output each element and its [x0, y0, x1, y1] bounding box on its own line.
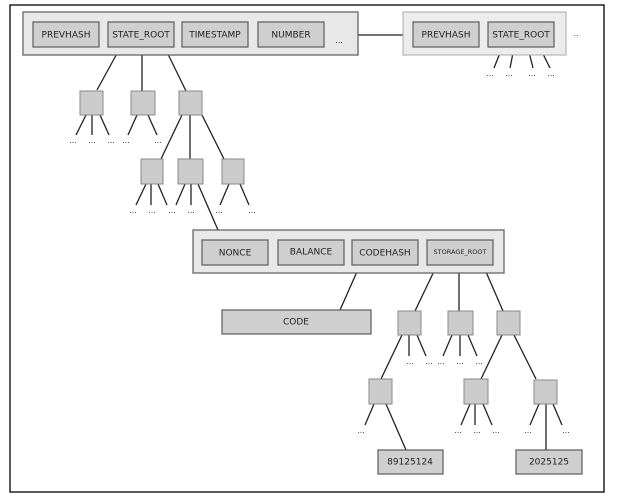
field-nonce-label: NONCE: [219, 249, 252, 259]
trie-node: [221, 158, 245, 185]
trie-node: [533, 379, 558, 405]
field-state-root-2-label: STATE_ROOT: [492, 31, 550, 41]
field-timestamp: [181, 21, 249, 48]
field-state-root-2: [487, 21, 555, 48]
field-storage-root-label: STORAGE_ROOT: [434, 248, 487, 256]
ellipsis-marker: ...: [357, 426, 365, 435]
field-storage-root: [426, 239, 494, 266]
field-balance: [277, 239, 345, 266]
ellipsis-marker: ...: [215, 206, 223, 215]
ellipsis-marker: ...: [486, 69, 494, 78]
ellipsis-marker: ...: [187, 206, 195, 215]
ellipsis-marker: ...: [69, 136, 77, 145]
trie-node: [140, 158, 164, 185]
storage-value-1: [377, 449, 444, 475]
ellipsis-marker: ...: [473, 426, 481, 435]
ellipsis-marker: ...: [437, 357, 445, 366]
storage-value-1-label: 89125124: [387, 458, 433, 468]
ellipsis-marker: ...: [406, 357, 414, 366]
ellipsis-marker: ...: [248, 206, 256, 215]
trie-node: [496, 310, 521, 336]
trie-node: [130, 90, 156, 116]
ellipsis-marker: ...: [562, 426, 570, 435]
trie-node: [177, 158, 204, 185]
field-codehash: [351, 239, 419, 266]
field-prevhash-label: PREVHASH: [42, 31, 91, 41]
field-state-root: [107, 21, 175, 48]
state-trie-nodes: [79, 90, 245, 185]
header2-ellipsis: ..: [573, 29, 578, 38]
field-number-label: NUMBER: [271, 31, 310, 41]
code-label: CODE: [283, 318, 309, 328]
account-record: NONCE BALANCE CODEHASH STORAGE_ROOT: [192, 229, 505, 274]
ellipsis-marker: ...: [129, 206, 137, 215]
trie-node: [463, 378, 489, 405]
trie-node: [368, 378, 393, 405]
trie-node: [397, 310, 422, 336]
ellipsis-marker: ...: [454, 426, 462, 435]
ellipsis-marker: ...: [425, 357, 433, 366]
trie-node: [79, 90, 104, 116]
trie-node: [447, 310, 474, 336]
ellipsis-marker: ...: [154, 136, 162, 145]
ellipsis-marker: ...: [492, 426, 500, 435]
storage-value-2: [515, 449, 583, 475]
field-state-root-label: STATE_ROOT: [112, 31, 170, 41]
ellipsis-marker: ...: [122, 136, 130, 145]
ellipsis-marker: ...: [107, 136, 115, 145]
field-number: [257, 21, 325, 48]
block-header-1: PREVHASH STATE_ROOT TIMESTAMP NUMBER ...: [22, 11, 359, 56]
header1-ellipsis: ...: [335, 36, 343, 45]
storage-trie-nodes: [368, 310, 558, 405]
field-codehash-label: CODEHASH: [359, 249, 410, 259]
field-prevhash-2-label: PREVHASH: [422, 31, 471, 41]
ellipsis-marker: ...: [456, 357, 464, 366]
trie-node: [178, 90, 203, 116]
field-timestamp-label: TIMESTAMP: [188, 31, 241, 41]
code-box: CODE: [221, 309, 372, 335]
field-prevhash: [32, 21, 100, 48]
field-nonce: [201, 239, 269, 266]
edges: [75, 34, 563, 451]
ellipsis-marker: ...: [168, 206, 176, 215]
ellipsis-marker: ...: [148, 206, 156, 215]
ellipsis-marker: ...: [547, 69, 555, 78]
ellipsis-marker: ...: [528, 69, 536, 78]
ellipsis-marker: ...: [88, 136, 96, 145]
field-balance-label: BALANCE: [290, 248, 333, 258]
storage-values: 89125124 2025125: [377, 449, 583, 475]
ellipsis-marker: ...: [475, 357, 483, 366]
ellipsis-marker: ...: [524, 426, 532, 435]
field-prevhash-2: [412, 21, 480, 48]
ellipsis-marker: ...: [505, 69, 513, 78]
ellipsis-markers: ........................................…: [69, 69, 570, 435]
block-header-2: PREVHASH STATE_ROOT ..: [402, 11, 579, 56]
storage-value-2-label: 2025125: [529, 458, 569, 468]
